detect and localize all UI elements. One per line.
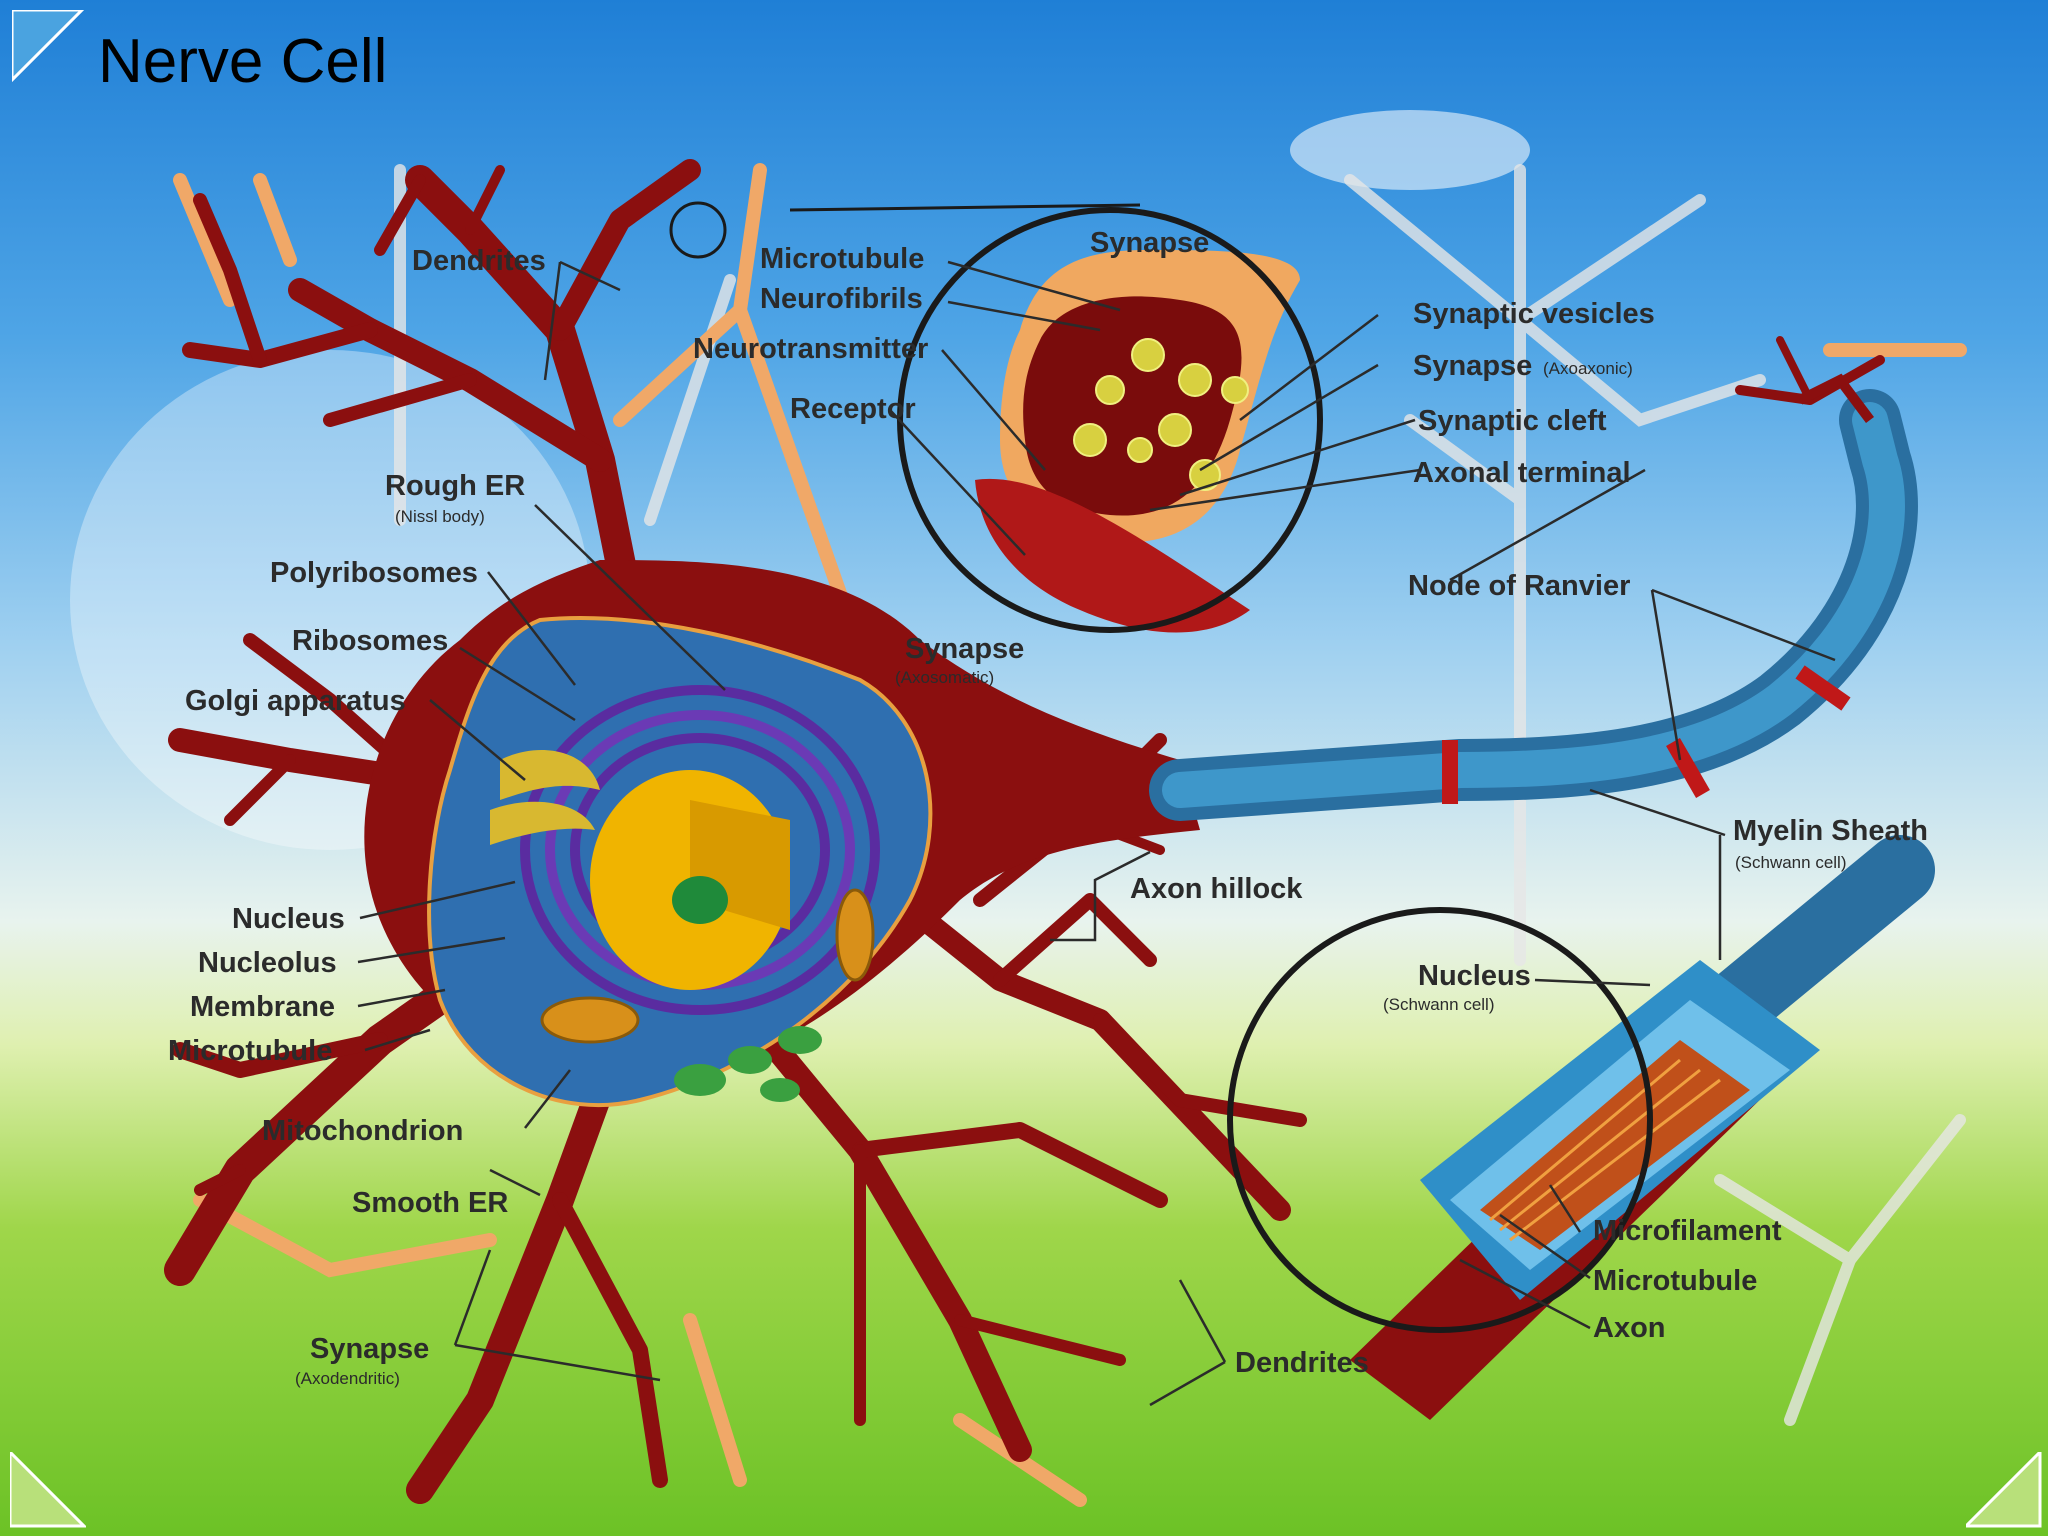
label-microfilament: Microfilament bbox=[1593, 1215, 1782, 1247]
nucleolus bbox=[672, 876, 728, 924]
label-smooth-er: Smooth ER bbox=[352, 1187, 508, 1219]
label-membrane: Membrane bbox=[190, 991, 335, 1023]
label-nucleus: Nucleus bbox=[232, 903, 345, 935]
label-rough-er: Rough ER bbox=[385, 470, 525, 502]
node-of-ranvier bbox=[1442, 740, 1458, 804]
label-microtubule-axon: Microtubule bbox=[1593, 1265, 1757, 1297]
corner-arrow-bottom-right[interactable] bbox=[1966, 1452, 2042, 1528]
label-microtubule-left: Microtubule bbox=[168, 1035, 332, 1067]
cloud bbox=[1290, 110, 1530, 190]
corner-arrow-top-left bbox=[12, 10, 84, 82]
label-synapse-zoom: Synapse bbox=[1090, 227, 1209, 259]
label-synapse-axodendritic-sub: (Axodendritic) bbox=[295, 1369, 400, 1388]
label-dendrites-top: Dendrites bbox=[412, 245, 546, 277]
mitochondrion bbox=[835, 888, 875, 982]
label-receptor: Receptor bbox=[790, 393, 916, 425]
corner-arrow-bottom-left[interactable] bbox=[10, 1452, 86, 1528]
axon bbox=[1149, 373, 1935, 1045]
leader-lines bbox=[357, 260, 1836, 1407]
label-rough-er-sub: (Nissl body) bbox=[395, 507, 485, 526]
label-synapse-axosomatic: Synapse bbox=[905, 633, 1024, 665]
label-synapse-axoaxonic: Synapse bbox=[1413, 350, 1532, 382]
background-neurons bbox=[394, 164, 1966, 1426]
label-dendrites-bottom: Dendrites bbox=[1235, 1347, 1369, 1379]
label-neurotransmitter: Neurotransmitter bbox=[693, 333, 928, 365]
label-myelin-sheath-sub: (Schwann cell) bbox=[1735, 853, 1847, 872]
label-axon: Axon bbox=[1593, 1312, 1666, 1344]
label-polyribosomes: Polyribosomes bbox=[270, 557, 478, 589]
orange-branches bbox=[173, 163, 1967, 1507]
label-golgi: Golgi apparatus bbox=[185, 685, 406, 717]
mitochondrion bbox=[540, 996, 640, 1044]
zoom-connector bbox=[789, 203, 1141, 212]
axon-zoom bbox=[1227, 907, 1820, 1420]
label-synaptic-cleft: Synaptic cleft bbox=[1418, 405, 1607, 437]
synapse-marker-circle bbox=[669, 201, 727, 259]
label-synapse-axodendritic: Synapse bbox=[310, 1333, 429, 1365]
smooth-er bbox=[674, 1026, 822, 1102]
label-ribosomes: Ribosomes bbox=[292, 625, 448, 657]
label-myelin-sheath: Myelin Sheath bbox=[1733, 815, 1928, 847]
label-node-of-ranvier: Node of Ranvier bbox=[1408, 570, 1630, 602]
label-synapse-axosomatic-sub: (Axosomatic) bbox=[895, 668, 994, 687]
label-nucleolus: Nucleolus bbox=[198, 947, 337, 979]
label-synapse-axoaxonic-sub: (Axoaxonic) bbox=[1543, 359, 1633, 378]
label-microtubule-top: Microtubule bbox=[760, 243, 924, 275]
label-neurofibrils: Neurofibrils bbox=[760, 283, 923, 315]
node-of-ranvier bbox=[1666, 738, 1710, 798]
node-of-ranvier bbox=[1795, 665, 1851, 711]
label-synaptic-vesicles: Synaptic vesicles bbox=[1413, 298, 1655, 330]
label-mitochondrion: Mitochondrion bbox=[262, 1115, 463, 1147]
label-axonal-terminal: Axonal terminal bbox=[1413, 457, 1631, 489]
golgi-apparatus bbox=[490, 750, 600, 845]
slide-title: Nerve Cell bbox=[98, 27, 388, 96]
label-nucleus-schwann: Nucleus bbox=[1418, 960, 1531, 992]
label-axon-hillock: Axon hillock bbox=[1130, 873, 1303, 905]
synapse-zoom bbox=[897, 207, 1323, 633]
label-nucleus-schwann-sub: (Schwann cell) bbox=[1383, 995, 1495, 1014]
